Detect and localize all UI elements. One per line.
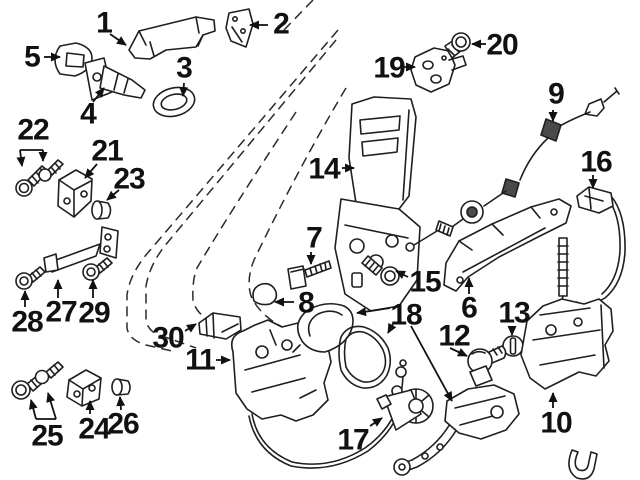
- callout-21-label: 21: [91, 135, 123, 168]
- callout-16-label: 16: [580, 146, 612, 179]
- door-outline-dashed: [126, 0, 347, 353]
- callout-23-arrow: [106, 189, 120, 201]
- callout-25-arrow: [28, 399, 38, 420]
- part-striker-screw: [444, 32, 471, 59]
- part-handle-carrier-bracket: [334, 96, 421, 312]
- callout-4-label: 4: [80, 98, 97, 131]
- callout-24-label: 24: [78, 413, 111, 446]
- part-bolt-29: [82, 257, 113, 281]
- part-wedge-bumper: [252, 282, 278, 306]
- part-retainer-clip: [198, 312, 242, 340]
- callout-9-label: 9: [548, 78, 564, 111]
- callout-4-arrow: [92, 87, 105, 103]
- callout-2-label: 2: [273, 8, 289, 41]
- callout-19-label: 19: [373, 52, 405, 85]
- part-plug-cap-lower: [111, 378, 131, 396]
- callout-18-label: 18: [390, 299, 422, 332]
- callout-18-arrow: [410, 325, 453, 402]
- callout-18-arrow: [356, 307, 391, 317]
- part-inner-handle-cup: [292, 302, 354, 353]
- part-striker-plate: [410, 47, 467, 93]
- callout-1-arrow: [109, 33, 127, 46]
- callout-6-label: 6: [461, 292, 477, 325]
- part-hinge-screws-lower: [11, 361, 64, 400]
- part-bolt-7: [287, 260, 332, 290]
- callout-17-arrow: [369, 417, 383, 427]
- callout-5-label: 5: [24, 41, 40, 74]
- part-lock-cylinder: [84, 57, 146, 101]
- part-lower-hinge: [66, 369, 102, 407]
- callout-30-label: 30: [152, 322, 184, 355]
- callout-23-label: 23: [113, 163, 145, 196]
- callout-12-arrow: [449, 347, 468, 357]
- part-plug-cap-upper: [91, 200, 112, 220]
- callout-1-label: 1: [96, 7, 112, 40]
- callout-26-arrow: [116, 396, 126, 411]
- callout-18-arrow: [387, 321, 397, 334]
- part-exterior-door-handle: [128, 16, 216, 60]
- callout-13-label: 13: [498, 297, 530, 330]
- callout-3-arrow: [179, 82, 189, 97]
- callout-25-arrow: [46, 392, 57, 420]
- part-latch-module: [393, 365, 520, 476]
- part-door-check-strap: [43, 226, 119, 273]
- part-handle-bracket: [225, 8, 254, 48]
- callout-11-label: 11: [185, 344, 215, 377]
- part-handle-gasket: [152, 86, 196, 118]
- callout-15-arrow: [395, 270, 409, 280]
- callout-3-label: 3: [176, 52, 192, 85]
- callout-26-label: 26: [107, 408, 139, 441]
- callout-27-label: 27: [45, 296, 77, 329]
- part-inner-handle-gasket: [338, 325, 392, 389]
- callout-7-label: 7: [306, 222, 322, 255]
- callout-22-arrow: [16, 149, 26, 167]
- callout-8-label: 8: [298, 287, 314, 320]
- part-lock-actuator-motor: [376, 388, 434, 431]
- callout-25-label: 25: [31, 420, 63, 453]
- part-handle-reinforcement: [443, 198, 572, 292]
- part-screw-15: [361, 255, 400, 286]
- part-cable-end-link: [557, 186, 626, 316]
- callout-20-label: 20: [486, 29, 518, 62]
- part-bolt-28: [15, 266, 46, 290]
- part-hinge-screws-upper: [15, 159, 64, 197]
- callout-29-label: 29: [78, 297, 110, 330]
- part-release-cable: [405, 87, 620, 252]
- part-upper-hinge: [57, 169, 93, 218]
- part-door-latch-rear: [520, 298, 614, 480]
- callout-15-label: 15: [409, 266, 441, 299]
- callout-22-label: 22: [17, 114, 49, 147]
- callout-17-label: 17: [337, 424, 369, 457]
- callout-28-label: 28: [11, 306, 43, 339]
- callout-30-arrow: [184, 323, 197, 333]
- callout-10-label: 10: [540, 407, 572, 440]
- callout-12-label: 12: [438, 320, 470, 353]
- callout-14-label: 14: [308, 153, 341, 186]
- callout-21-arrow: [84, 163, 98, 179]
